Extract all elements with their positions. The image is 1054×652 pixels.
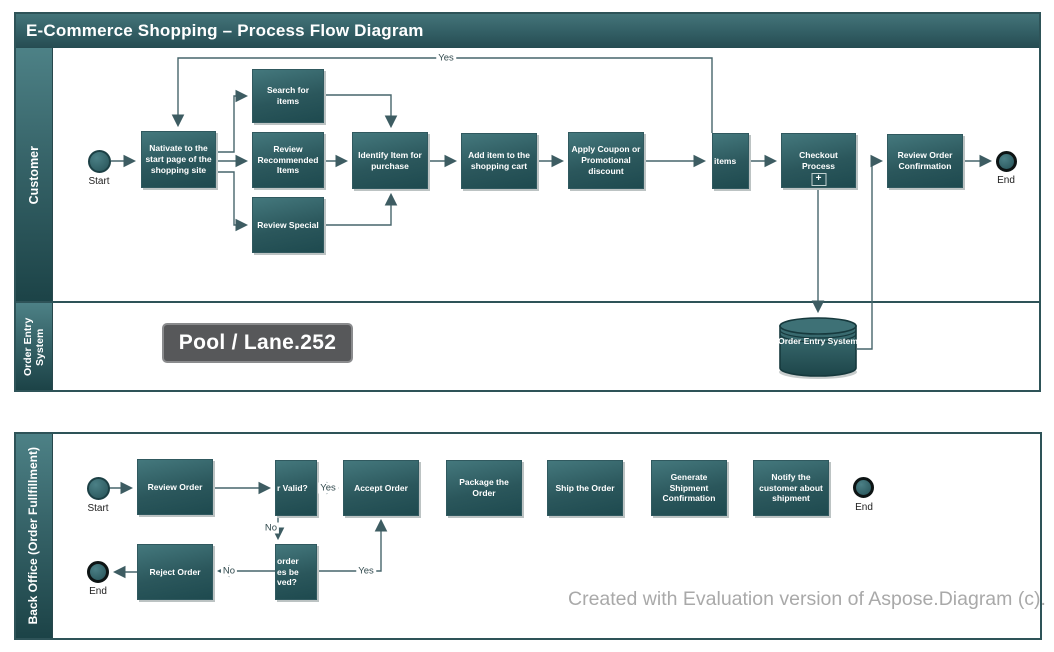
lane-order-entry-system[interactable]: Order Entry System [16,303,53,390]
datastore-label: Order Entry System [778,336,858,346]
pool-title: E-Commerce Shopping – Process Flow Diagr… [26,21,424,40]
resolved-line3: ved? [277,577,297,588]
edge-label-loop-yes: Yes [436,52,456,64]
task-navigate[interactable]: Nativate to the start page of the shoppi… [141,131,216,188]
task-review-special[interactable]: Review Special [252,197,324,253]
task-add-item[interactable]: Add item to the shopping cart [461,133,537,189]
end-event-backoffice-reject-label: End [89,586,107,597]
task-review-recommended[interactable]: Review Recommended Items [252,132,324,188]
end-event-customer-label: End [997,175,1015,186]
task-checkout-label: Checkout Process [799,149,838,171]
task-apply-coupon[interactable]: Apply Coupon or Promotional discount [568,132,644,189]
lane-back-office-label: Back Office (Order Fullfillment) [26,447,41,625]
subprocess-plus-icon: + [811,173,826,186]
resolved-line1: order [277,555,299,566]
edge-label-valid-no: No [262,522,280,534]
task-accept-order[interactable]: Accept Order [343,460,419,516]
end-event-customer[interactable] [996,151,1017,172]
start-event-customer[interactable] [88,150,111,173]
datastore-order-entry[interactable]: Order Entry System [778,316,858,380]
task-review-confirmation[interactable]: Review Order Confirmation [887,134,963,188]
edge-label-valid-yes: Yes [318,482,338,494]
task-items-clipped[interactable]: items [712,133,749,189]
task-package-order[interactable]: Package the Order [446,460,522,516]
edge-label-resolve-no: No [220,565,238,577]
task-review-order[interactable]: Review Order [137,459,213,515]
watermark-text: Created with Evaluation version of Aspos… [568,588,1046,610]
start-event-customer-label: Start [88,176,110,187]
task-ship-order[interactable]: Ship the Order [547,460,623,516]
lane-customer[interactable]: Customer [16,48,53,302]
resolved-line2: es be [277,566,299,577]
pool-title-bar[interactable]: E-Commerce Shopping – Process Flow Diagr… [16,14,1039,48]
lane-customer-label: Customer [26,145,41,205]
pool-ecommerce[interactable] [14,12,1041,392]
hover-tooltip: Pool / Lane.252 [162,323,353,363]
pool-back-office[interactable] [14,432,1042,640]
datastore-cylinder-icon [779,317,857,379]
task-order-valid-clipped[interactable]: r Valid? [275,460,317,516]
task-resolved-clipped[interactable]: order es be ved? [275,544,317,600]
end-event-backoffice-main[interactable] [853,477,874,498]
task-checkout-process[interactable]: Checkout Process + [781,133,856,188]
task-notify-customer[interactable]: Notify the customer about shipment [753,460,829,516]
hover-tooltip-text: Pool / Lane.252 [178,331,337,354]
lane-back-office[interactable]: Back Office (Order Fullfillment) [16,434,53,638]
end-event-backoffice-main-label: End [855,502,873,513]
end-event-backoffice-reject[interactable] [87,561,109,583]
edge-label-resolve-yes: Yes [356,565,376,577]
start-event-backoffice[interactable] [87,477,110,500]
task-search-items[interactable]: Search for items [252,69,324,123]
lane-divider [16,301,1039,303]
task-identify-item[interactable]: Identify Item for purchase [352,132,428,189]
task-generate-confirmation[interactable]: Generate Shipment Confirmation [651,460,727,516]
lane-order-entry-label: Order Entry System [21,317,46,376]
task-reject-order[interactable]: Reject Order [137,544,213,600]
start-event-backoffice-label: Start [87,503,109,514]
